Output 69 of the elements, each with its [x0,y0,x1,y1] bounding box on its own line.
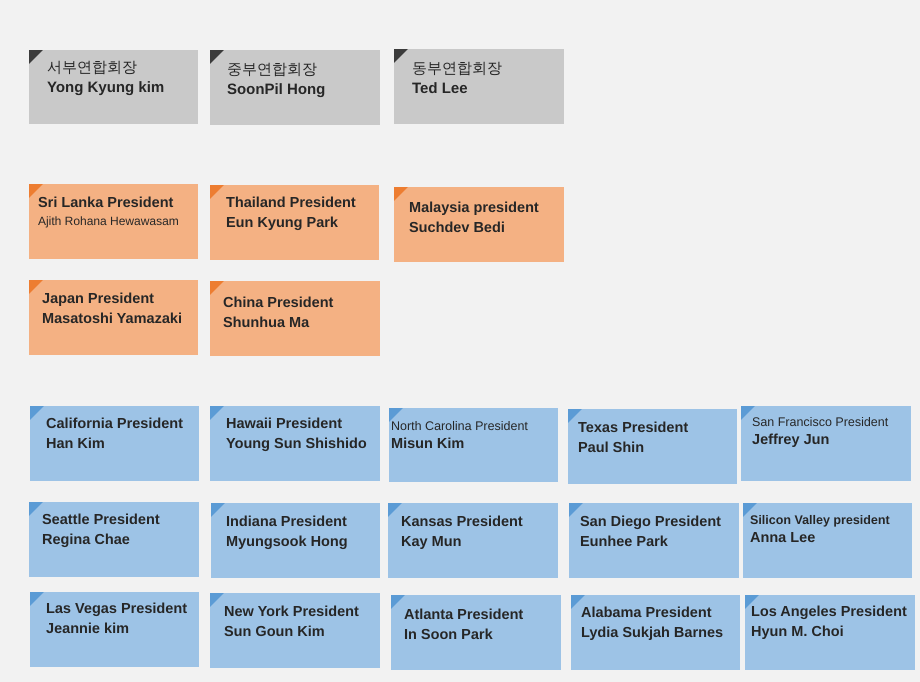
card-title: Malaysia president [409,199,539,218]
card-title: Thailand President [226,194,356,213]
card-title: 동부연합회장 [412,59,502,79]
person-name: Eun Kyung Park [226,214,338,233]
person-name: Ajith Rohana Hewawasam [38,213,179,229]
card-title: China President [223,294,334,313]
person-name: In Soon Park [404,626,493,645]
note-card [568,409,737,484]
person-name: Suchdev Bedi [409,219,505,238]
note-card [388,503,558,578]
person-name: Jeannie kim [46,620,130,639]
note-card [743,503,912,578]
note-card [571,595,740,670]
note-card [211,503,380,578]
card-title: Alabama President [581,604,712,623]
person-name: Lydia Sukjah Barnes [581,624,724,643]
note-card [29,502,199,577]
note-card [29,50,198,124]
note-card [394,187,564,262]
person-name: Ted Lee [412,79,468,99]
note-card [210,185,379,260]
person-name: Regina Chae [42,531,130,550]
person-name: Masatoshi Yamazaki [42,310,182,329]
person-name: Paul Shin [578,439,644,458]
note-card [29,184,198,259]
person-name: Han Kim [46,435,105,454]
card-title: Texas President [578,419,688,438]
card-title: New York President [224,603,359,622]
note-card [210,281,380,356]
card-title: San Diego President [580,513,722,532]
person-name: Sun Goun Kim [224,623,325,642]
note-card [29,280,198,355]
card-title: 서부연합회장 [47,58,137,78]
card-title: Las Vegas President [46,600,188,619]
card-title: Hawaii President [226,415,342,434]
note-card [391,595,561,670]
card-title: Indiana President [226,513,347,532]
note-card [210,593,380,668]
note-card [394,49,564,124]
card-title: Atlanta President [404,606,524,625]
card-title: 중부연합회장 [227,60,317,80]
card-title: Sri Lanka President [38,194,174,213]
note-card [741,406,911,481]
note-card [30,406,199,481]
person-name: Hyun M. Choi [751,623,844,642]
card-title: Silicon Valley president [750,512,890,529]
person-name: Myungsook Hong [226,533,348,552]
person-name: Young Sun Shishido [226,435,367,454]
person-name: Misun Kim [391,435,464,454]
note-card [210,406,380,481]
card-title: North Carolina President [391,418,528,435]
note-card [745,595,915,670]
person-name: SoonPil Hong [227,80,326,100]
card-title: San Francisco President [752,414,888,431]
card-title: California President [46,415,183,434]
person-name: Yong Kyung kim [47,78,164,98]
person-name: Eunhee Park [580,533,668,552]
card-title: Japan President [42,290,154,309]
note-card [210,50,380,125]
note-card [569,503,739,578]
person-name: Shunhua Ma [223,314,310,333]
card-title: Los Angeles President [751,603,907,622]
card-title: Seattle President [42,511,160,530]
note-card [30,592,199,667]
person-name: Jeffrey Jun [752,431,830,450]
person-name: Anna Lee [750,529,816,548]
card-title: Kansas President [401,513,523,532]
note-card [389,408,558,482]
person-name: Kay Mun [401,533,462,552]
